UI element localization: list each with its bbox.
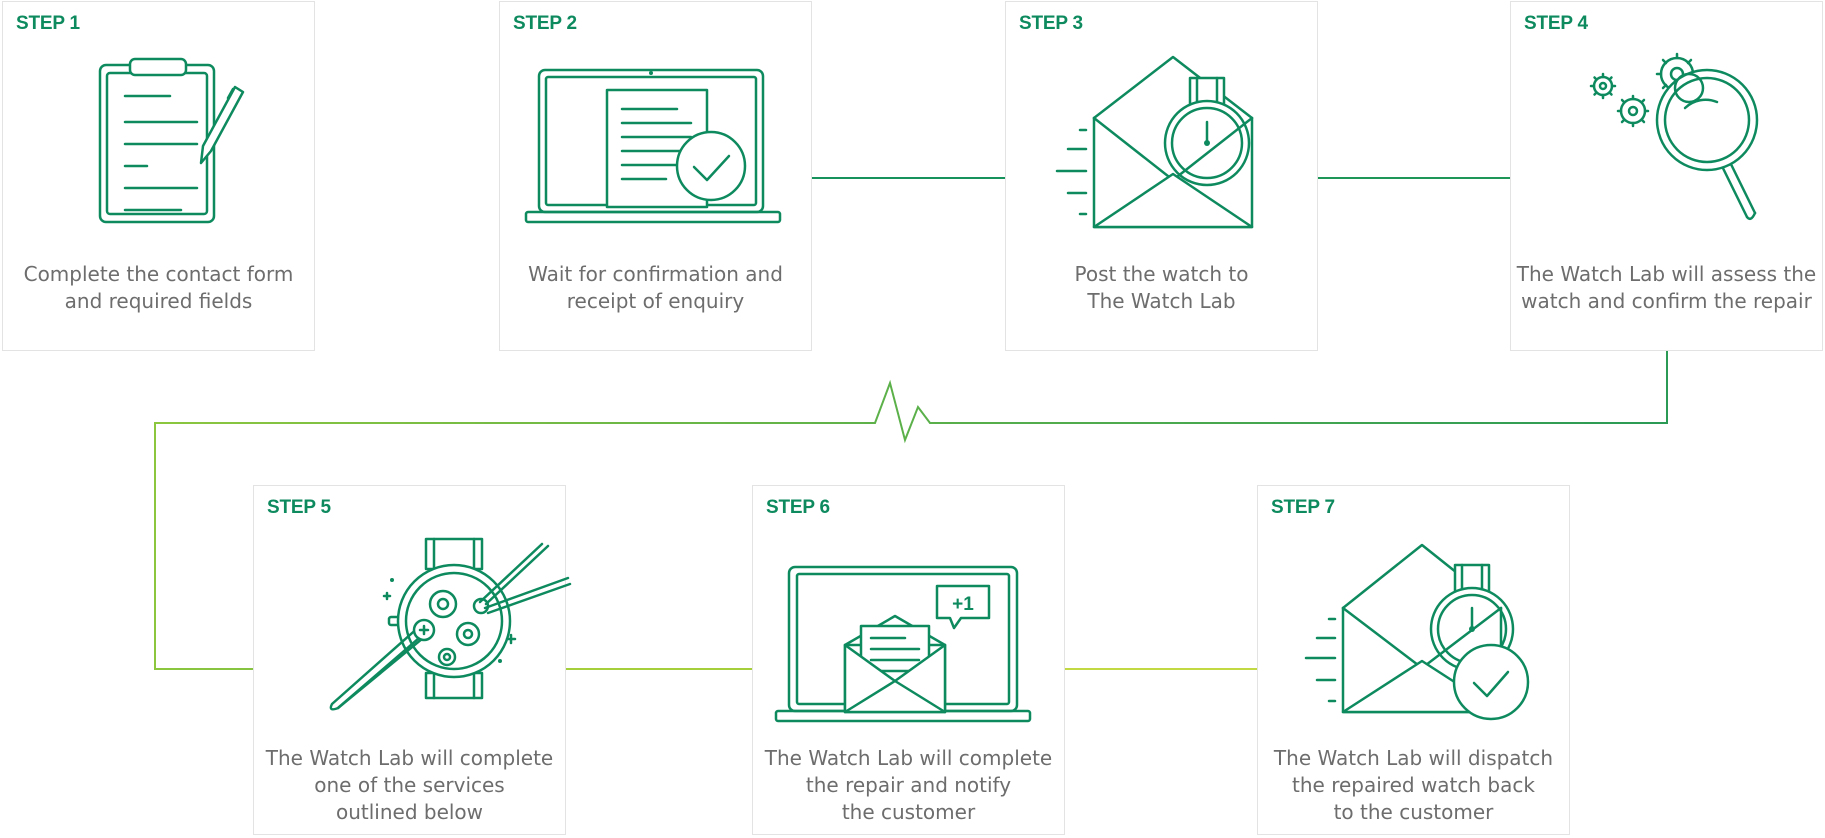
- step-description: Wait for confirmation and receipt of enq…: [528, 262, 783, 313]
- step-description: The Watch Lab will dispatch the repaired…: [1273, 746, 1554, 824]
- envelope-watch-icon: [1055, 52, 1262, 232]
- step-label: STEP 2: [513, 13, 577, 34]
- step-description: The Watch Lab will complete the repair a…: [764, 746, 1053, 824]
- watch-repair-tools-icon: [310, 536, 572, 716]
- connector-step4-step5: [154, 351, 1668, 670]
- step-card-4: STEP 4 The Watch Lab will assess the wat…: [1510, 1, 1823, 351]
- step-label: STEP 3: [1019, 13, 1083, 34]
- step-label: STEP 1: [16, 13, 80, 34]
- notification-count: +1: [952, 594, 974, 615]
- step-label: STEP 6: [766, 497, 830, 518]
- clipboard-pen-icon: [59, 52, 259, 232]
- step-description: Complete the contact form and required f…: [23, 262, 294, 313]
- step-card-1: STEP 1 Complete the contact form and req…: [2, 1, 315, 351]
- step-description: The Watch Lab will assess the watch and …: [1516, 262, 1817, 313]
- step-label: STEP 7: [1271, 497, 1335, 518]
- gears-magnifier-icon: [1567, 52, 1767, 232]
- step-label: STEP 5: [267, 497, 331, 518]
- step-card-2: STEP 2 Wait for confirmation and receipt…: [499, 1, 812, 351]
- step-label: STEP 4: [1524, 13, 1588, 34]
- step-card-6: STEP 6 +1 The Watch Lab will complete th…: [752, 485, 1065, 835]
- step-description: The Watch Lab will complete one of the s…: [265, 746, 554, 824]
- envelope-watch-check-icon: [1304, 536, 1530, 721]
- laptop-check-icon: [524, 52, 782, 232]
- step-card-5: STEP 5: [253, 485, 572, 835]
- step-card-3: STEP 3 Post the watch to The Watch Lab: [1005, 1, 1318, 351]
- step-card-7: STEP 7 The Watch Lab will dispatch the r…: [1257, 485, 1570, 835]
- step-description: Post the watch to The Watch Lab: [1074, 262, 1249, 313]
- laptop-notification-icon: +1: [774, 536, 1032, 723]
